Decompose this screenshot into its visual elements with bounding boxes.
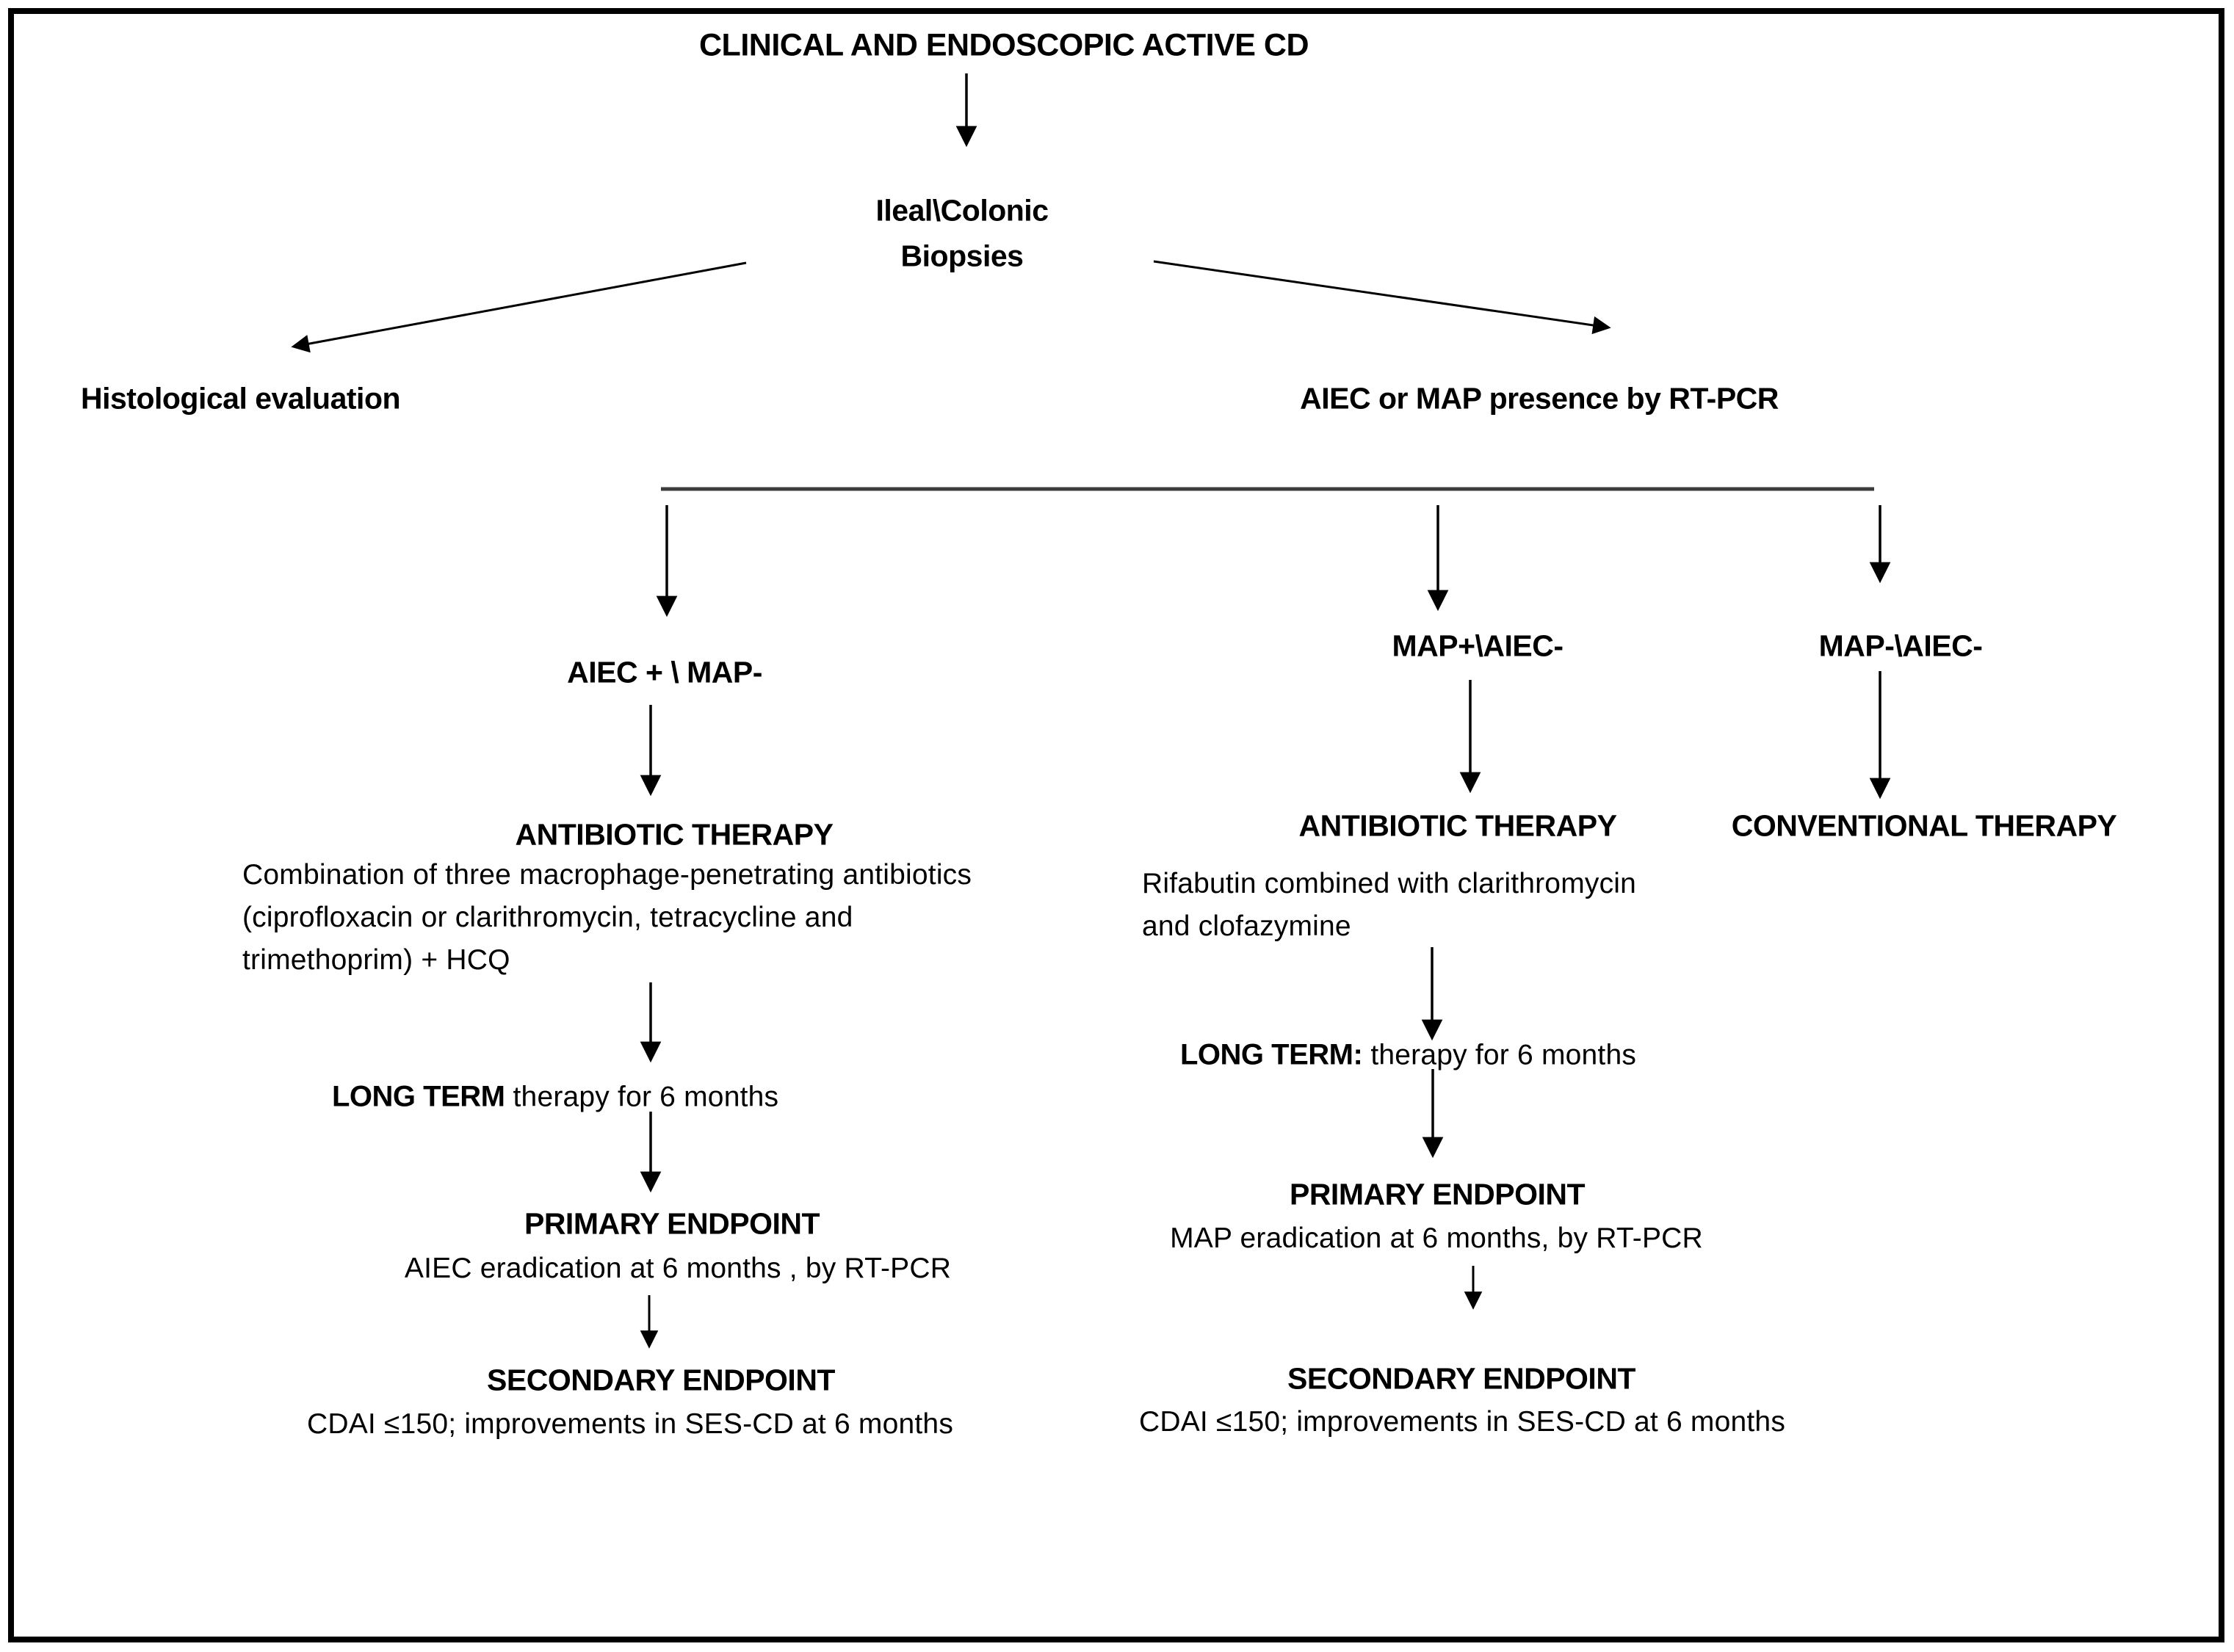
secondary-endpoint-text-left: CDAI ≤150; improvements in SES-CD at 6 m… xyxy=(306,1408,954,1440)
biopsies-node-line1: Ileal\Colonic xyxy=(875,193,1049,228)
primary-endpoint-text-left: AIEC eradication at 6 months , by RT-PCR xyxy=(404,1253,952,1284)
therapy-description-left: Combination of three macrophage-penetrat… xyxy=(242,854,972,982)
longterm-middle-bold: LONG TERM: xyxy=(1180,1038,1363,1071)
diagonal-arrow-to-histology xyxy=(291,261,747,353)
longterm-middle: LONG TERM: therapy for 6 months xyxy=(1180,1039,1636,1072)
longterm-middle-rest: therapy for 6 months xyxy=(1362,1039,1637,1071)
secondary-endpoint-label-middle: SECONDARY ENDPOINT xyxy=(1287,1361,1635,1396)
group-label-map-neg: MAP-\AIEC- xyxy=(1818,628,1983,663)
longterm-left: LONG TERM therapy for 6 months xyxy=(332,1081,778,1114)
diagonal-arrow-to-rtpcr xyxy=(1153,260,1611,335)
therapy-title-right: CONVENTIONAL THERAPY xyxy=(1731,808,2117,843)
longterm-left-rest: therapy for 6 months xyxy=(505,1081,779,1113)
therapy-description-middle-line1: Rifabutin combined with clarithromycin xyxy=(1142,868,1637,899)
primary-endpoint-text-middle: MAP eradication at 6 months, by RT-PCR xyxy=(1170,1222,1703,1254)
therapy-description-middle-line2: and clofazymine xyxy=(1142,910,1351,942)
primary-endpoint-label-left: PRIMARY ENDPOINT xyxy=(524,1206,820,1241)
rtpcr-branch-node: AIEC or MAP presence by RT-PCR xyxy=(1300,381,1779,416)
therapy-description-middle: Rifabutin combined with clarithromycin a… xyxy=(1142,863,1636,948)
therapy-description-left-line1: Combination of three macrophage-penetrat… xyxy=(242,859,972,891)
diagram-title: CLINICAL AND ENDOSCOPIC ACTIVE CD xyxy=(699,27,1309,63)
therapy-description-left-line3: trimethoprim) + HCQ xyxy=(242,944,510,976)
therapy-title-middle: ANTIBIOTIC THERAPY xyxy=(1298,808,1617,843)
therapy-description-left-line2: (ciprofloxacin or clarithromycin, tetrac… xyxy=(242,902,853,933)
longterm-left-bold: LONG TERM xyxy=(332,1080,505,1113)
secondary-endpoint-text-middle: CDAI ≤150; improvements in SES-CD at 6 m… xyxy=(1138,1406,1786,1438)
histological-evaluation-node: Histological evaluation xyxy=(81,381,401,416)
group-label-aiec-pos: AIEC + \ MAP- xyxy=(567,655,762,689)
secondary-endpoint-label-left: SECONDARY ENDPOINT xyxy=(487,1363,835,1397)
biopsies-node-line2: Biopsies xyxy=(900,239,1024,273)
group-label-map-pos: MAP+\AIEC- xyxy=(1392,628,1564,663)
therapy-title-left: ANTIBIOTIC THERAPY xyxy=(515,817,834,852)
primary-endpoint-label-middle: PRIMARY ENDPOINT xyxy=(1289,1177,1586,1211)
